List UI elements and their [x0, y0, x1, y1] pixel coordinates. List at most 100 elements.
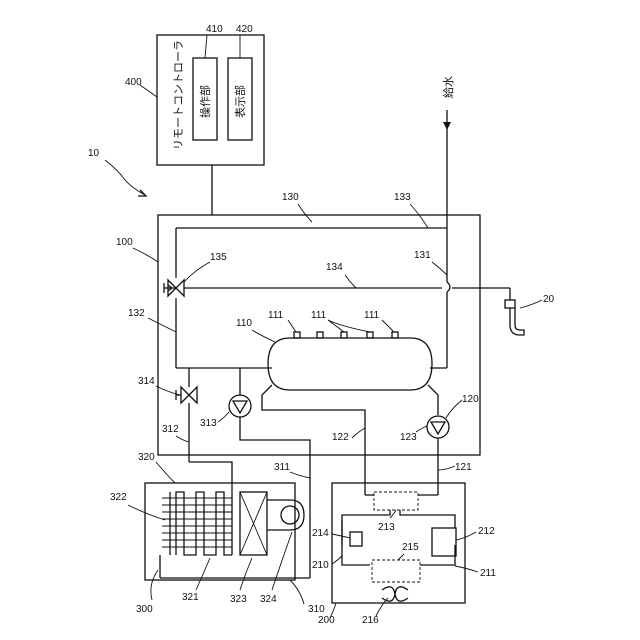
- leader-120: [446, 400, 462, 418]
- leader-312: [176, 436, 189, 442]
- ref-215: 215: [402, 542, 419, 553]
- ref-324: 324: [260, 594, 277, 605]
- leader-410: [205, 35, 207, 58]
- pump-123: [427, 416, 449, 438]
- ref-212: 212: [478, 526, 495, 537]
- leader-121: [438, 466, 455, 470]
- leader-132: [148, 318, 176, 332]
- leader-311: [290, 472, 310, 478]
- ref-410: 410: [206, 24, 223, 35]
- leader-122: [352, 428, 365, 438]
- leader-323: [240, 558, 252, 590]
- leader-320: [156, 462, 175, 483]
- remote-controller: リモートコントローラ 操作部 表示部 400 410 420: [125, 24, 264, 215]
- leader-130: [298, 204, 312, 222]
- leader-135: [184, 262, 210, 282]
- fin-heat-exchanger-322: [160, 492, 232, 578]
- compressor-214: [350, 532, 362, 546]
- ref-132: 132: [128, 308, 145, 319]
- leader-133: [410, 204, 428, 228]
- display-unit-label: 表示部: [233, 85, 247, 118]
- ref-122: 122: [332, 432, 349, 443]
- leader-215: [398, 554, 404, 560]
- leader-134: [345, 275, 356, 288]
- hot-water-tank-110: [268, 332, 432, 390]
- leader-111-b: [328, 320, 344, 332]
- leader-111-c: [328, 320, 370, 332]
- ref-121: 121: [455, 462, 472, 473]
- ref-20: 20: [543, 294, 555, 305]
- water-supply-label: 給水: [441, 76, 455, 98]
- water-supply-arrow: [443, 122, 451, 130]
- ref-313: 313: [200, 418, 217, 429]
- leader-20: [520, 300, 542, 308]
- ref-133: 133: [394, 192, 411, 203]
- ref-100: 100: [116, 237, 133, 248]
- leader-212: [456, 532, 476, 540]
- ref-214: 214: [312, 528, 329, 539]
- ref-314: 314: [138, 376, 155, 387]
- air-hex-215: [372, 560, 420, 582]
- ref-300: 300: [136, 604, 153, 615]
- ref-130: 130: [282, 192, 299, 203]
- fan-324-icon: [267, 500, 304, 530]
- leader-211: [455, 566, 478, 572]
- ref-135: 135: [210, 252, 227, 263]
- ref-320: 320: [138, 452, 155, 463]
- leader-123: [416, 426, 427, 432]
- ref-312: 312: [162, 424, 179, 435]
- leader-210: [332, 556, 342, 564]
- leader-313: [218, 412, 229, 422]
- exchanger-323: [240, 492, 267, 555]
- leader-214: [332, 534, 350, 538]
- ref-210: 210: [312, 560, 329, 571]
- ref-322: 322: [110, 492, 127, 503]
- water-hex-213: [374, 492, 418, 510]
- pipe-311: [240, 417, 310, 578]
- leader-400: [140, 85, 157, 97]
- leader-324: [272, 532, 292, 590]
- pump-313: [229, 395, 251, 417]
- leader-300: [151, 570, 158, 600]
- ref-111-b: 111: [311, 310, 327, 321]
- leader-10: [105, 160, 145, 195]
- ref-310: 310: [308, 604, 325, 615]
- operation-unit-label: 操作部: [198, 85, 212, 118]
- remote-controller-title: リモートコントローラ: [173, 40, 185, 150]
- leader-111-a: [288, 320, 296, 332]
- faucet-icon: [505, 300, 524, 335]
- ref-211: 211: [480, 568, 496, 579]
- ref-323: 323: [230, 594, 247, 605]
- ref-200: 200: [318, 615, 335, 626]
- heat-pump-unit-200: [332, 483, 465, 603]
- leader-111-d: [382, 320, 394, 332]
- refrigerant-circuit-210: [342, 488, 455, 565]
- ref-123: 123: [400, 432, 417, 443]
- ref-10: 10: [88, 148, 100, 159]
- leader-100: [133, 248, 158, 262]
- ref-321: 321: [182, 592, 199, 603]
- ref-400: 400: [125, 77, 142, 88]
- pipe-121-upper: [428, 385, 438, 415]
- ref-111-a: 111: [268, 310, 284, 321]
- ref-311: 311: [274, 462, 290, 473]
- ref-216: 216: [362, 615, 379, 626]
- ref-420: 420: [236, 24, 253, 35]
- ref-131: 131: [414, 250, 431, 261]
- ref-111-d: 111: [364, 310, 380, 321]
- ref-120: 120: [462, 394, 479, 405]
- leader-131: [432, 262, 447, 275]
- fan-216-icon: [382, 587, 408, 601]
- leader-321: [196, 558, 210, 590]
- leader-310: [290, 580, 304, 604]
- ref-110: 110: [236, 318, 252, 329]
- leader-110: [252, 330, 275, 342]
- leader-213: [390, 510, 396, 518]
- expansion-device-212: [432, 528, 456, 556]
- ref-134: 134: [326, 262, 343, 273]
- leader-322: [128, 505, 165, 520]
- ref-213: 213: [378, 522, 395, 533]
- three-way-valve-135: [164, 280, 184, 296]
- pipe-crossover: [447, 282, 450, 292]
